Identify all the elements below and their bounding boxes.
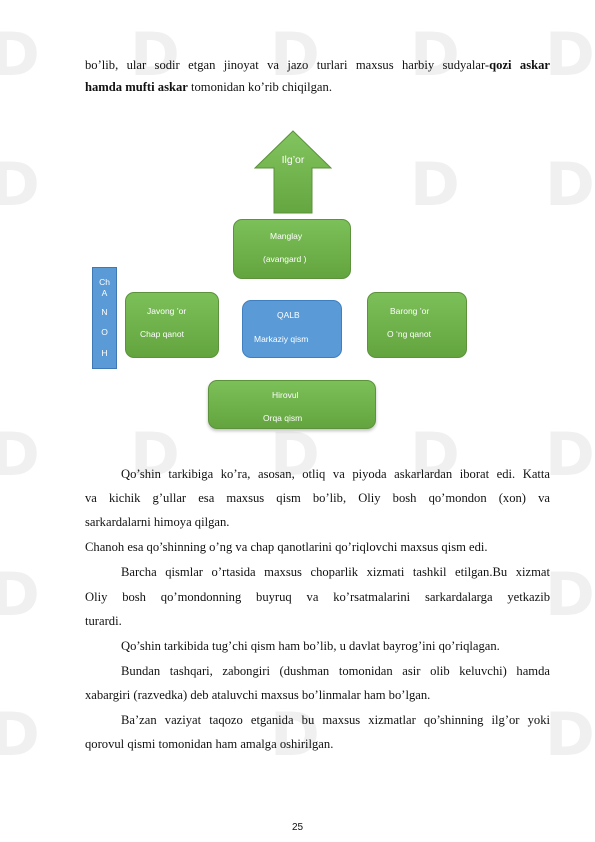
watermark-letter: D <box>0 420 40 490</box>
watermark-letter: D <box>545 700 595 770</box>
chanoh-letter: H <box>101 348 108 358</box>
chanoh-bar: Ch A N O H <box>92 267 117 369</box>
page-number: 25 <box>291 822 304 833</box>
watermark-letter: D <box>270 700 320 770</box>
intro-line-1: bo’lib, ular sodir etgan jinoyat va jazo… <box>85 58 550 72</box>
hirovul-title: Hirovul <box>272 390 299 400</box>
chanoh-letter: O <box>101 327 108 337</box>
paragraph-6-line-2: qorovul qismi tomonidan ham amalga oshir… <box>85 737 334 751</box>
barong-subtitle: O ‘ng qanot <box>387 329 431 339</box>
barong-title: Barong ’or <box>390 306 430 316</box>
watermark-letter: D <box>0 560 40 630</box>
paragraph-2: Chanoh esa qo’shinning o’ng va chap qano… <box>85 540 488 554</box>
paragraph-1-line-1: Qo’shin tarkibiga ko’ra, asosan, otliq v… <box>121 467 550 481</box>
manglay-title: Manglay <box>270 231 303 241</box>
qalb-title: QALB <box>277 310 300 320</box>
watermark-letter: D <box>545 150 595 220</box>
paragraph-5-line-2: xabargiri (razvedka) deb ataluvchi maxsu… <box>85 688 431 702</box>
javong-title: Javong ’or <box>147 306 187 316</box>
watermark-letter: D <box>270 20 320 90</box>
watermark-letter: D <box>410 420 460 490</box>
paragraph-1-line-2: va kichik g’ullar esa maxsus qism bo’lib… <box>85 491 550 505</box>
watermark-letter: D <box>0 150 40 220</box>
watermark-letter: D <box>410 20 460 90</box>
chanoh-letter: A <box>101 288 108 298</box>
paragraph-5-line-1: Bundan tashqari, zabongiri (dushman tomo… <box>121 664 550 678</box>
manglay-box: Manglay (avangard ) <box>233 219 351 279</box>
watermark-letter: D <box>130 420 180 490</box>
manglay-subtitle: (avangard ) <box>263 254 307 264</box>
watermark-letter: D <box>545 560 595 630</box>
hirovul-subtitle: Orqa qism <box>263 413 303 423</box>
watermark-letter: D <box>270 420 320 490</box>
javong-box: Javong ’or Chap qanot <box>125 292 219 358</box>
arrow-label: Ilg’or <box>281 154 305 166</box>
chanoh-letter: N <box>101 307 108 317</box>
hirovul-box: Hirovul Orqa qism <box>208 380 376 429</box>
advance-arrow <box>254 130 332 214</box>
chanoh-letter: Ch <box>99 277 110 287</box>
paragraph-3-line-3: turardi. <box>85 614 122 628</box>
watermark-letter: D <box>545 420 595 490</box>
watermark-letter: D <box>410 150 460 220</box>
watermark-letter: D <box>0 700 40 770</box>
paragraph-4: Qo’shin tarkibida tug’chi qism ham bo’li… <box>121 639 500 653</box>
intro-line-2: hamda mufti askar tomonidan ko’rib chiqi… <box>85 80 332 94</box>
javong-subtitle: Chap qanot <box>140 329 184 339</box>
paragraph-1-line-3: sarkardalarni himoya qilgan. <box>85 515 230 529</box>
barong-box: Barong ’or O ‘ng qanot <box>367 292 467 358</box>
paragraph-3-line-2: Oliy bosh qo’mondonning buyruq va ko’rsa… <box>85 590 550 604</box>
qalb-box: QALB Markaziy qism <box>242 300 342 358</box>
watermark-letter: D <box>130 20 180 90</box>
paragraph-3-line-1: Barcha qismlar o’rtasida maxsus choparli… <box>121 565 550 579</box>
watermark-letter: D <box>0 20 40 90</box>
watermark-letter: D <box>545 20 595 90</box>
qalb-subtitle: Markaziy qism <box>254 334 309 344</box>
paragraph-6-line-1: Ba’zan vaziyat taqozo etganida bu maxsus… <box>121 713 550 727</box>
